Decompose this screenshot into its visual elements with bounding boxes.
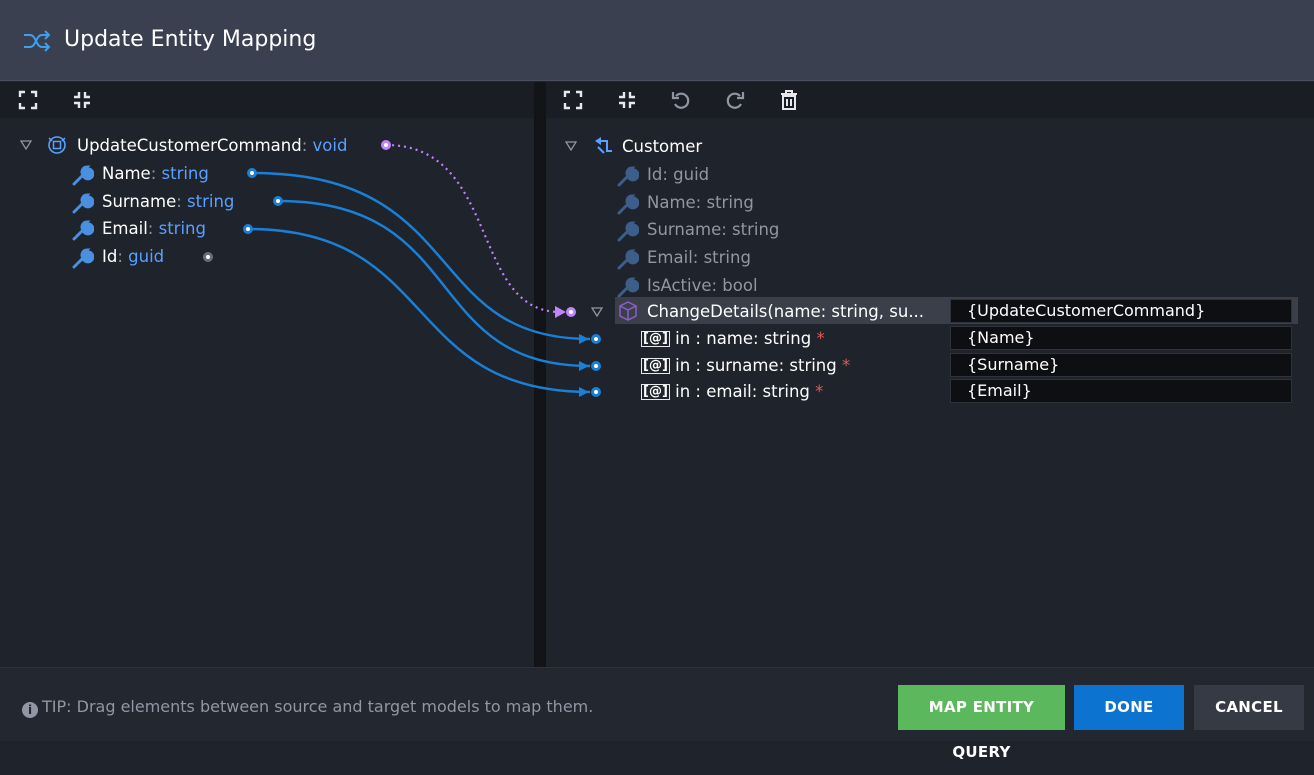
param-mapping-value-name[interactable]: {Name}: [950, 326, 1292, 350]
expand-all-icon[interactable]: [18, 90, 38, 110]
dialog-titlebar: Update Entity Mapping: [0, 0, 1314, 81]
param-connector-email[interactable]: [591, 387, 601, 397]
chevron-down-icon[interactable]: [591, 307, 603, 317]
undo-icon[interactable]: [671, 90, 691, 110]
dialog-title: Update Entity Mapping: [64, 27, 317, 52]
wrench-icon: [617, 166, 639, 187]
param-row-surname[interactable]: [@] in : surname: string *: [641, 356, 851, 375]
source-root-connector[interactable]: [381, 140, 391, 150]
trash-icon[interactable]: [779, 90, 799, 110]
wrench-icon: [617, 221, 639, 242]
source-connector-name[interactable]: [247, 168, 257, 178]
param-connector-surname[interactable]: [591, 361, 601, 371]
parameter-icon: [@]: [641, 358, 670, 374]
wrench-icon: [72, 220, 94, 241]
entity-icon: [595, 137, 612, 154]
wrench-icon: [617, 194, 639, 215]
source-connector-id[interactable]: [203, 252, 213, 262]
wrench-icon: [72, 193, 94, 214]
param-mapping-value-surname[interactable]: {Surname}: [950, 353, 1292, 377]
expand-all-icon[interactable]: [563, 90, 583, 110]
command-icon: [48, 136, 66, 154]
wrench-icon: [72, 165, 94, 186]
param-row-name[interactable]: [@] in : name: string *: [641, 329, 825, 348]
chevron-down-icon[interactable]: [20, 140, 32, 150]
parameter-icon: [@]: [641, 384, 670, 400]
param-row-email[interactable]: [@] in : email: string *: [641, 382, 824, 401]
done-button[interactable]: DONE: [1074, 685, 1184, 730]
info-icon: i: [22, 702, 38, 718]
redo-icon[interactable]: [725, 90, 745, 110]
source-root-name: UpdateCustomerCommand: [77, 136, 302, 155]
source-root-type: void: [312, 136, 348, 155]
chevron-down-icon[interactable]: [565, 141, 577, 151]
source-connector-email[interactable]: [243, 224, 253, 234]
collapse-all-icon[interactable]: [617, 90, 637, 110]
cancel-button[interactable]: CANCEL: [1194, 685, 1304, 730]
collapse-all-icon[interactable]: [72, 90, 92, 110]
operation-mapping-value[interactable]: {UpdateCustomerCommand}: [950, 299, 1292, 323]
source-connector-surname[interactable]: [273, 196, 283, 206]
wrench-icon: [72, 248, 94, 269]
map-entity-query-button[interactable]: MAP ENTITY QUERY: [898, 685, 1065, 761]
target-toolbar: [546, 82, 1314, 118]
cube-icon: [619, 301, 637, 321]
param-mapping-value-email[interactable]: {Email}: [950, 379, 1292, 403]
shuffle-icon: [24, 30, 51, 52]
target-root-name[interactable]: Customer: [622, 137, 703, 156]
pane-divider[interactable]: [534, 82, 546, 667]
source-root-row[interactable]: UpdateCustomerCommand: void: [77, 136, 348, 155]
target-operation-connector[interactable]: [566, 307, 576, 317]
target-operation-label[interactable]: ChangeDetails(name: string, su...: [647, 302, 925, 321]
wrench-icon: [617, 249, 639, 270]
parameter-icon: [@]: [641, 331, 670, 347]
param-connector-name[interactable]: [591, 334, 601, 344]
source-toolbar: [0, 82, 534, 118]
wrench-icon: [617, 277, 639, 298]
